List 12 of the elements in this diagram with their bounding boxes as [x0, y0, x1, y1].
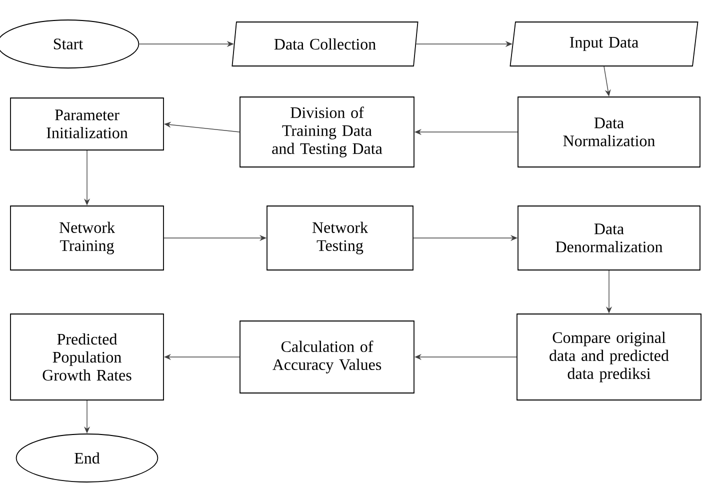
process-box: Network Testing: [266, 206, 414, 270]
process-box: Data Normalization: [518, 96, 700, 168]
process-box: Parameter Initialization: [10, 98, 164, 150]
input-output-parallelogram: Data Collection: [232, 22, 418, 66]
end-oval: End: [16, 434, 158, 482]
process-box: Data Denormalization: [518, 206, 700, 270]
process-box: Division of Training Data and Testing Data: [240, 96, 414, 168]
process-box: Predicted Population Growth Rates: [10, 314, 164, 400]
input-output-parallelogram: Input Data: [510, 22, 698, 66]
process-box: Compare original data and predicted data prediksi: [516, 314, 702, 400]
process-box: Calculation of Accuracy Values: [240, 320, 414, 394]
process-box: Network Training: [10, 206, 164, 270]
